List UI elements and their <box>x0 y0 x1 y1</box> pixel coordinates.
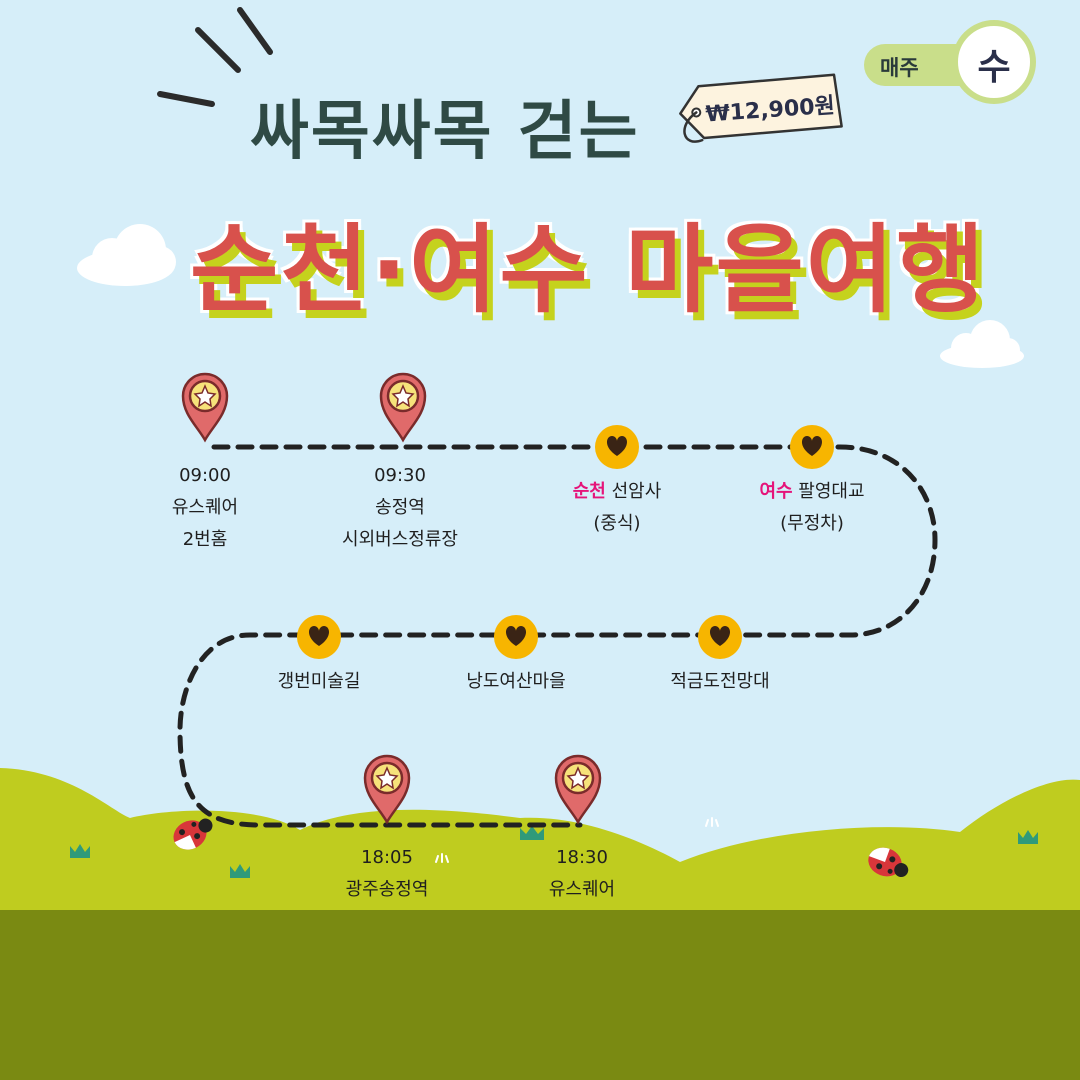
ladybug-icon <box>173 818 213 850</box>
star-pin-icon <box>379 372 427 443</box>
stop-name: 유스퀘어 <box>548 879 616 900</box>
heart-marker-icon <box>494 615 538 659</box>
stop-label: 18:05 광주송정역 <box>307 842 467 906</box>
stop-label: 09:30 송정역 시외버스정류장 <box>315 460 485 556</box>
stop-label: 순천 선암사 (중식) <box>537 476 697 540</box>
stop-time: 09:00 <box>179 465 231 486</box>
heart-marker-icon <box>698 615 742 659</box>
stop-detail: 2번홈 <box>182 529 228 550</box>
route-path <box>177 444 938 828</box>
schedule-day-circle <box>952 20 1036 104</box>
schedule-prefix: 매주 <box>880 56 919 80</box>
heart-marker-icon <box>297 615 341 659</box>
stop-label: 적금도전망대 <box>640 666 800 698</box>
stop-time: 18:05 <box>361 847 413 868</box>
stop-name: 광주송정역 <box>345 879 429 900</box>
stop-name: 송정역 <box>375 497 425 518</box>
stop-time: 09:30 <box>374 465 426 486</box>
stop-name: 팔영대교 <box>798 481 865 502</box>
heart-marker-icon <box>595 425 639 469</box>
stop-name: 유스퀘어 <box>171 497 239 518</box>
stop-name: 선암사 <box>611 481 662 502</box>
stop-label: 갱번미술길 <box>239 666 399 698</box>
stop-name: 갱번미술길 <box>277 671 361 692</box>
stop-time: 18:30 <box>556 847 608 868</box>
grass-icon <box>70 826 1038 878</box>
schedule-day: 수 <box>977 47 1011 88</box>
cloud-icon <box>940 320 1024 368</box>
price-tag-icon <box>679 73 843 143</box>
ground <box>0 910 1080 1080</box>
star-pin-icon <box>363 754 411 825</box>
decor-strokes <box>157 7 273 107</box>
stop-name: 낭도여산마을 <box>466 671 566 692</box>
heart-marker-icon <box>790 425 834 469</box>
page-title: 순천·여수 마을여행 <box>190 214 987 326</box>
stop-note: (무정차) <box>780 513 844 534</box>
stop-note: (중식) <box>593 513 641 534</box>
cloud-icon <box>77 224 176 286</box>
stop-region: 여수 <box>759 481 793 502</box>
stop-label: 18:30 유스퀘어 <box>502 842 662 906</box>
sparkle-decor <box>435 817 719 863</box>
subtitle: 싸목싸목 걷는 <box>250 95 640 169</box>
ladybug-icon <box>868 847 909 878</box>
stop-name: 적금도전망대 <box>670 671 770 692</box>
stop-region: 순천 <box>572 481 606 502</box>
star-pin-icon <box>181 372 229 443</box>
stop-label: 낭도여산마을 <box>436 666 596 698</box>
stop-label: 여수 팔영대교 (무정차) <box>727 476 897 540</box>
star-pin-icon <box>554 754 602 825</box>
stop-label: 09:00 유스퀘어 2번홈 <box>135 460 275 556</box>
stop-detail: 시외버스정류장 <box>342 529 458 550</box>
